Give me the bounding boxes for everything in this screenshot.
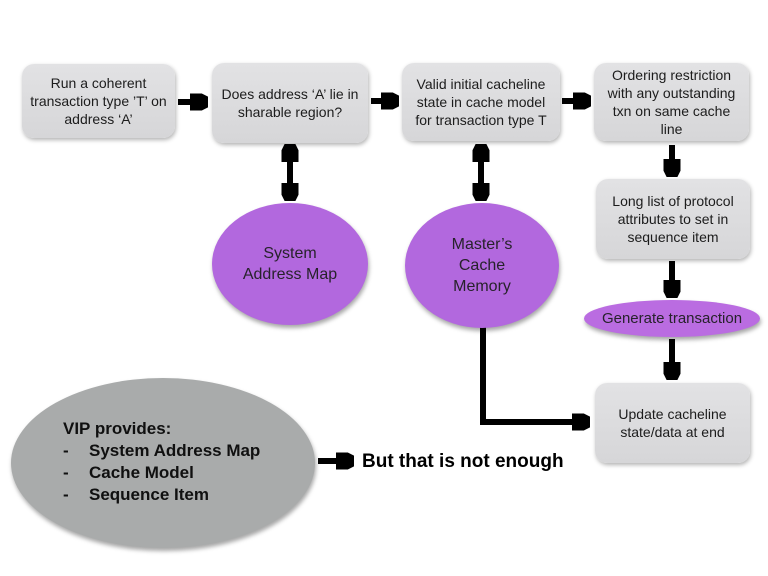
ellipse-system-address-map: System Address Map (212, 203, 368, 325)
flow-box-update-cacheline-label: Update cacheline state/data at end (618, 406, 727, 440)
vip-provides-text: VIP provides: - System Address Map - Cac… (63, 418, 303, 506)
flow-box-valid-cacheline-state: Valid initial cacheline state in cache m… (402, 63, 560, 141)
elbow-arrow-cache-memory-to-step6 (480, 324, 587, 422)
flow-box-ordering-restriction: Ordering restriction with any outstandin… (594, 63, 749, 141)
flow-box-ordering-restriction-label: Ordering restriction with any outstandin… (607, 67, 736, 137)
note-not-enough: But that is not enough (362, 450, 622, 474)
flow-box-protocol-attributes-label: Long list of protocol attributes to set … (612, 193, 734, 245)
flow-box-update-cacheline: Update cacheline state/data at end (595, 383, 750, 463)
flow-box-sharable-region-label: Does address ‘A’ lie in sharable region? (221, 86, 359, 120)
vip-item-bullet: - (63, 463, 69, 482)
vip-provides-title: VIP provides: (63, 419, 172, 438)
flow-box-sharable-region: Does address ‘A’ lie in sharable region? (212, 63, 368, 143)
vip-item-bullet: - (63, 441, 69, 460)
flow-box-protocol-attributes: Long list of protocol attributes to set … (596, 179, 750, 259)
vip-item-bullet: - (63, 485, 69, 504)
vip-item-sequence-item: - Sequence Item (63, 484, 303, 506)
masters-cache-memory-label: Master’s Cache Memory (451, 236, 513, 295)
flow-box-valid-cacheline-state-label: Valid initial cacheline state in cache m… (415, 76, 547, 128)
vip-item-system-address-map: - System Address Map (63, 440, 303, 462)
flow-box-run-transaction-label: Run a coherent transaction type ’T’ on a… (30, 75, 167, 127)
vip-item-label: Sequence Item (89, 485, 209, 504)
flow-box-run-transaction: Run a coherent transaction type ’T’ on a… (22, 64, 175, 138)
vip-item-cache-model: - Cache Model (63, 462, 303, 484)
generate-transaction-label: Generate transaction (601, 310, 743, 327)
vip-item-label: System Address Map (89, 441, 261, 460)
vip-item-label: Cache Model (89, 463, 194, 482)
ellipse-masters-cache-memory: Master’s Cache Memory (405, 203, 559, 328)
system-address-map-label: System Address Map (242, 245, 338, 283)
ellipse-vip-provides: VIP provides: - System Address Map - Cac… (11, 378, 315, 548)
note-not-enough-label: But that is not enough (362, 451, 564, 472)
ellipse-generate-transaction: Generate transaction (584, 300, 760, 337)
